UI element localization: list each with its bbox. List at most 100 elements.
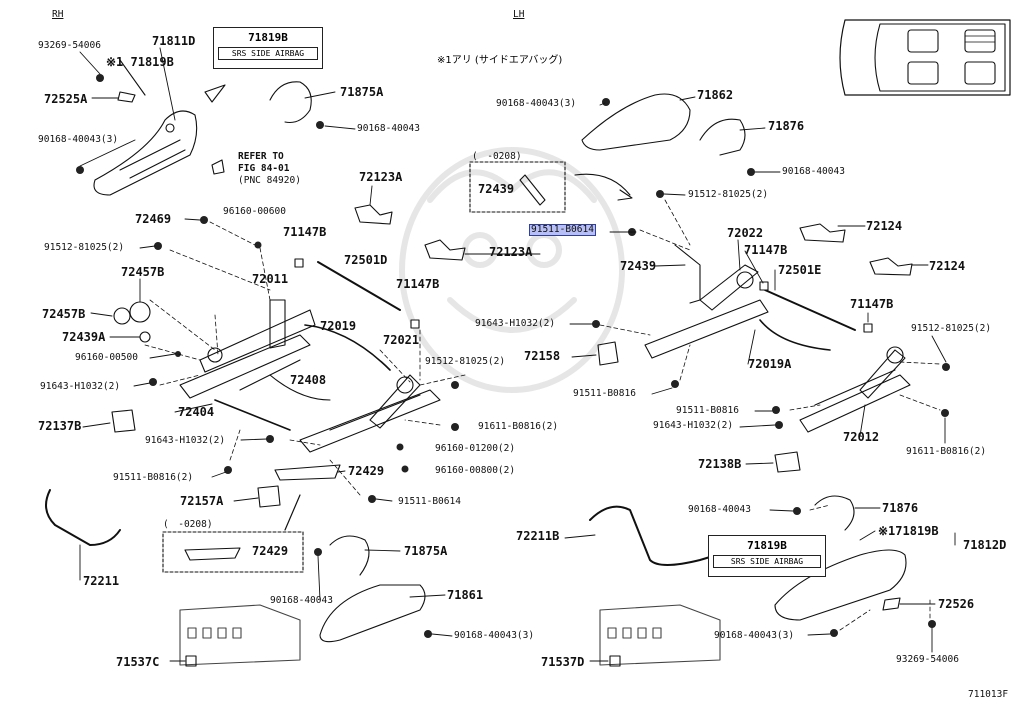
part-label[interactable]: 72124 — [929, 259, 966, 273]
rh-rod-72501d — [317, 261, 401, 311]
part-label[interactable]: 91512-81025(2) — [688, 189, 769, 200]
part-label[interactable]: 72019 — [320, 319, 357, 333]
part-label[interactable]: 71147B — [283, 225, 327, 239]
rh-block-72157a — [257, 485, 281, 508]
part-label[interactable]: 71147B — [396, 277, 440, 291]
part-label[interactable]: 71876 — [768, 119, 805, 133]
part-label[interactable]: 91511-B0614 — [398, 496, 461, 507]
fasteners — [76, 74, 950, 638]
part-label[interactable]: 71537D — [541, 655, 585, 669]
part-label[interactable]: 90168-40043(3) — [454, 630, 535, 641]
part-label[interactable]: 91611-B0816(2) — [906, 446, 987, 457]
part-label[interactable]: 72525A — [44, 92, 88, 106]
part-label[interactable]: 96160-00600 — [223, 206, 286, 217]
part-label[interactable]: 91511-B0816 — [676, 405, 739, 416]
part-label[interactable]: 91643-H1032(2) — [145, 435, 226, 446]
rh-airbag-arrow — [204, 84, 226, 103]
part-label[interactable]: 71147B — [744, 243, 788, 257]
part-label[interactable]: 96160-00800(2) — [435, 465, 516, 476]
lh-bar-72019a — [759, 319, 831, 351]
lh-seat-track-72022 — [644, 244, 769, 359]
part-label[interactable]: 72439 — [620, 259, 657, 273]
dashed-guides — [144, 199, 941, 631]
rh-clip-71537c — [185, 655, 197, 667]
part-label[interactable]: 96160-00500 — [75, 352, 138, 363]
part-label[interactable]: 72021 — [383, 333, 420, 347]
part-label[interactable]: 90168-40043 — [688, 504, 751, 515]
lh-cover-71876-top — [699, 118, 746, 156]
rh-airbag-callout-label: SRS SIDE AIRBAG — [218, 47, 318, 60]
part-label[interactable]: 72124 — [866, 219, 903, 233]
part-label[interactable]: 91643-H1032(2) — [653, 420, 734, 431]
part-label[interactable]: 72501E — [778, 263, 822, 277]
part-label[interactable]: 72019A — [748, 357, 792, 371]
part-label[interactable]: 72211B — [516, 529, 560, 543]
part-label[interactable]: 72501D — [344, 253, 388, 267]
part-label[interactable]: 72158 — [524, 349, 561, 363]
part-label[interactable]: 71812D — [963, 538, 1007, 552]
part-label[interactable]: 72138B — [698, 457, 742, 471]
lh-clip-72124-a — [799, 223, 846, 243]
part-label[interactable]: 90168-40043(3) — [38, 134, 119, 145]
refer-to-line2: FIG 84-01 — [238, 163, 290, 174]
lh-airbag-callout-label: SRS SIDE AIRBAG — [713, 555, 821, 568]
lh-clip-72526 — [882, 597, 901, 611]
part-label[interactable]: 72137B — [38, 419, 82, 433]
rh-floor-section — [179, 604, 301, 666]
part-label[interactable]: 72408 — [290, 373, 327, 387]
part-label[interactable]: 71876 — [882, 501, 919, 515]
part-label[interactable]: 72011 — [252, 272, 289, 286]
part-label[interactable]: 72457B — [121, 265, 165, 279]
part-label[interactable]: 71811D — [152, 34, 196, 48]
part-label[interactable]: 72123A — [359, 170, 403, 184]
part-label[interactable]: 91511-B0816 — [573, 388, 636, 399]
refer-to-line3: (PNC 84920) — [238, 175, 301, 186]
part-label[interactable]: 91512-81025(2) — [44, 242, 125, 253]
part-label[interactable]: 72157A — [180, 494, 224, 508]
part-label[interactable]: 91643-H1032(2) — [475, 318, 556, 329]
part-label[interactable]: 96160-01200(2) — [435, 443, 516, 454]
lh-arrow — [574, 173, 631, 196]
part-label[interactable]: 71147B — [850, 297, 894, 311]
part-label[interactable]: 91512-81025(2) — [425, 356, 506, 367]
part-label[interactable]: 72526 — [938, 597, 975, 611]
part-label[interactable]: 91511-B0816(2) — [113, 472, 194, 483]
part-label[interactable]: ※1 71819B — [106, 55, 174, 69]
lh-wire-72211b — [589, 505, 741, 566]
part-label[interactable]: 91512-81025(2) — [911, 323, 992, 334]
part-label[interactable]: 72439A — [62, 330, 106, 344]
part-label[interactable]: 90168-40043 — [782, 166, 845, 177]
part-label[interactable]: 91643-H1032(2) — [40, 381, 121, 392]
part-label[interactable]: 72457B — [42, 307, 86, 321]
part-label[interactable]: 72211 — [83, 574, 120, 588]
part-label[interactable]: 71875A — [340, 85, 384, 99]
part-label[interactable]: 93269-54006 — [896, 654, 959, 665]
part-label[interactable]: 93269-54006 — [38, 40, 101, 51]
part-label[interactable]: 71861 — [447, 588, 484, 602]
part-label[interactable]: 72469 — [135, 212, 172, 226]
part-label[interactable]: 90168-40043(3) — [496, 98, 577, 109]
part-label[interactable]: 72123A — [489, 245, 533, 259]
part-label[interactable]: 72012 — [843, 430, 880, 444]
part-label[interactable]: 72404 — [178, 405, 215, 419]
part-label[interactable]: 90168-40043 — [270, 595, 333, 606]
part-label[interactable]: 90168-40043(3) — [714, 630, 795, 641]
vehicle-position-icon — [839, 19, 1011, 96]
rh-cover-71875a-top — [269, 81, 312, 124]
part-label[interactable]: 71862 — [697, 88, 734, 102]
part-label[interactable]: 90168-40043 — [357, 123, 420, 134]
square-nuts — [294, 258, 873, 333]
part-label[interactable]: 71537C — [116, 655, 160, 669]
rh-airbag-callout-part: 71819B — [248, 31, 288, 44]
lh-block-72158 — [597, 341, 619, 366]
part-label[interactable]: 91611-B0816(2) — [478, 421, 559, 432]
lh-side-label: LH — [513, 9, 525, 20]
rh-gear-72457b — [113, 301, 151, 325]
part-label[interactable]: 71875A — [404, 544, 448, 558]
part-label[interactable]: 72022 — [727, 226, 764, 240]
part-label[interactable]: ※171819B — [878, 524, 939, 538]
highlighted-part-label[interactable]: 91511-B0614 — [529, 224, 596, 236]
part-label[interactable]: 72429 — [348, 464, 385, 478]
